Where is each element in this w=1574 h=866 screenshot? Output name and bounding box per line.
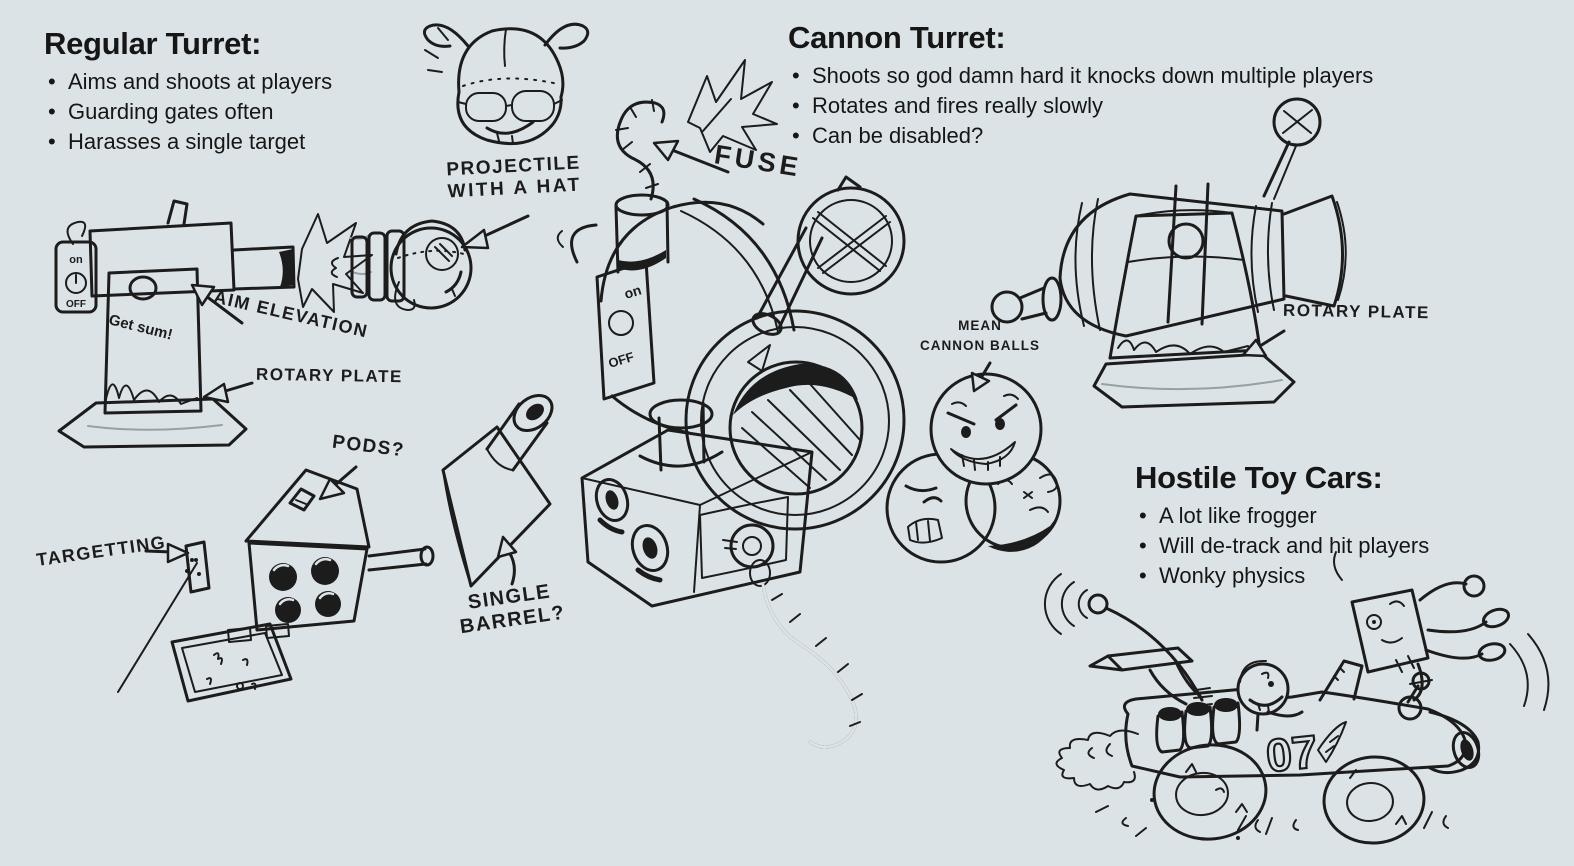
mean-cannonballs-arrow [970,361,992,393]
bullet-item: Harasses a single target [44,127,332,157]
projectile-hat-label: PROJECTILE WITH A HAT [446,153,582,204]
cannon-switch [595,259,656,401]
fuse-arrow [652,139,730,174]
bullet-item: A lot like frogger [1135,501,1429,531]
mascot-head-sketch [423,22,590,146]
cannon-turret-title: Cannon Turret: [788,20,1006,55]
car-number: 07 [1264,725,1320,782]
single-barrel-arrow [496,535,518,586]
bullet-item: Aims and shoots at players [44,67,332,97]
section-regular-turret: Regular Turret: Aims and shoots at playe… [44,26,332,157]
projectile-with-hat-sketch [330,219,473,311]
left-turret-switch [54,240,98,314]
toy-car-sketch: 07 [1043,551,1550,845]
regular-turret-title: Regular Turret: [44,26,262,61]
section-cannon-turret: Cannon Turret: Shoots so god damn hard i… [788,20,1373,151]
bullet-item: Rotates and fires really slowly [788,91,1373,121]
pods-arrow [318,465,358,501]
flying-robot-sketch [1333,551,1550,721]
cannon-switch-off-label: OFF [606,349,635,371]
rotary-plate-right-label: ROTARY PLATE [1282,300,1430,323]
targetting-sensor [184,540,211,594]
main-cannon-sketch: on OFF [556,59,906,749]
rope [761,583,858,749]
pod-launcher-sketch [117,468,435,703]
bullet-item: Can be disabled? [788,121,1373,151]
bullet-item: Guarding gates often [44,97,332,127]
rotary-plate-left-label: ROTARY PLATE [255,364,403,387]
power-icon [608,310,634,336]
mean-cannonballs-sketch [885,372,1062,564]
aim-elevation-arrow [190,283,244,325]
wind-up-key [796,186,906,296]
regular-turret-bullets: Aims and shoots at players Guarding gate… [44,67,332,157]
projectile-hat-arrow [460,214,530,250]
rotary-plate-right-arrow [1241,329,1286,358]
cannon-turret-bullets: Shoots so god damn hard it knocks down m… [788,61,1373,151]
bullet-item: Shoots so god damn hard it knocks down m… [788,61,1373,91]
mean-cannonballs-line1: MEAN [958,318,1002,333]
rotary-plate-left-arrow [202,381,254,404]
single-barrel-sketch [441,393,554,588]
spark-doodle [687,59,778,153]
hostile-toy-cars-bullets: A lot like frogger Will de-track and hit… [1135,501,1429,591]
hostile-toy-cars-title: Hostile Toy Cars: [1135,460,1383,495]
left-switch-on-label: on [69,254,83,266]
mean-cannonballs-line2: CANNON BALLS [920,338,1040,354]
left-switch-off-label: OFF [66,299,86,310]
bullet-item: Wonky physics [1135,561,1429,591]
cannon-turret-sketch [990,97,1347,409]
section-hostile-toy-cars: Hostile Toy Cars: A lot like frogger Wil… [1135,460,1429,591]
get-sum-text: Get sum! [107,311,174,343]
targetting-arrow [144,542,190,564]
bullet-item: Will de-track and hit players [1135,531,1429,561]
mean-cannonballs-label: MEAN CANNON BALLS [900,316,1060,357]
power-icon [65,272,87,294]
cannon-switch-on-label: on [622,282,643,302]
